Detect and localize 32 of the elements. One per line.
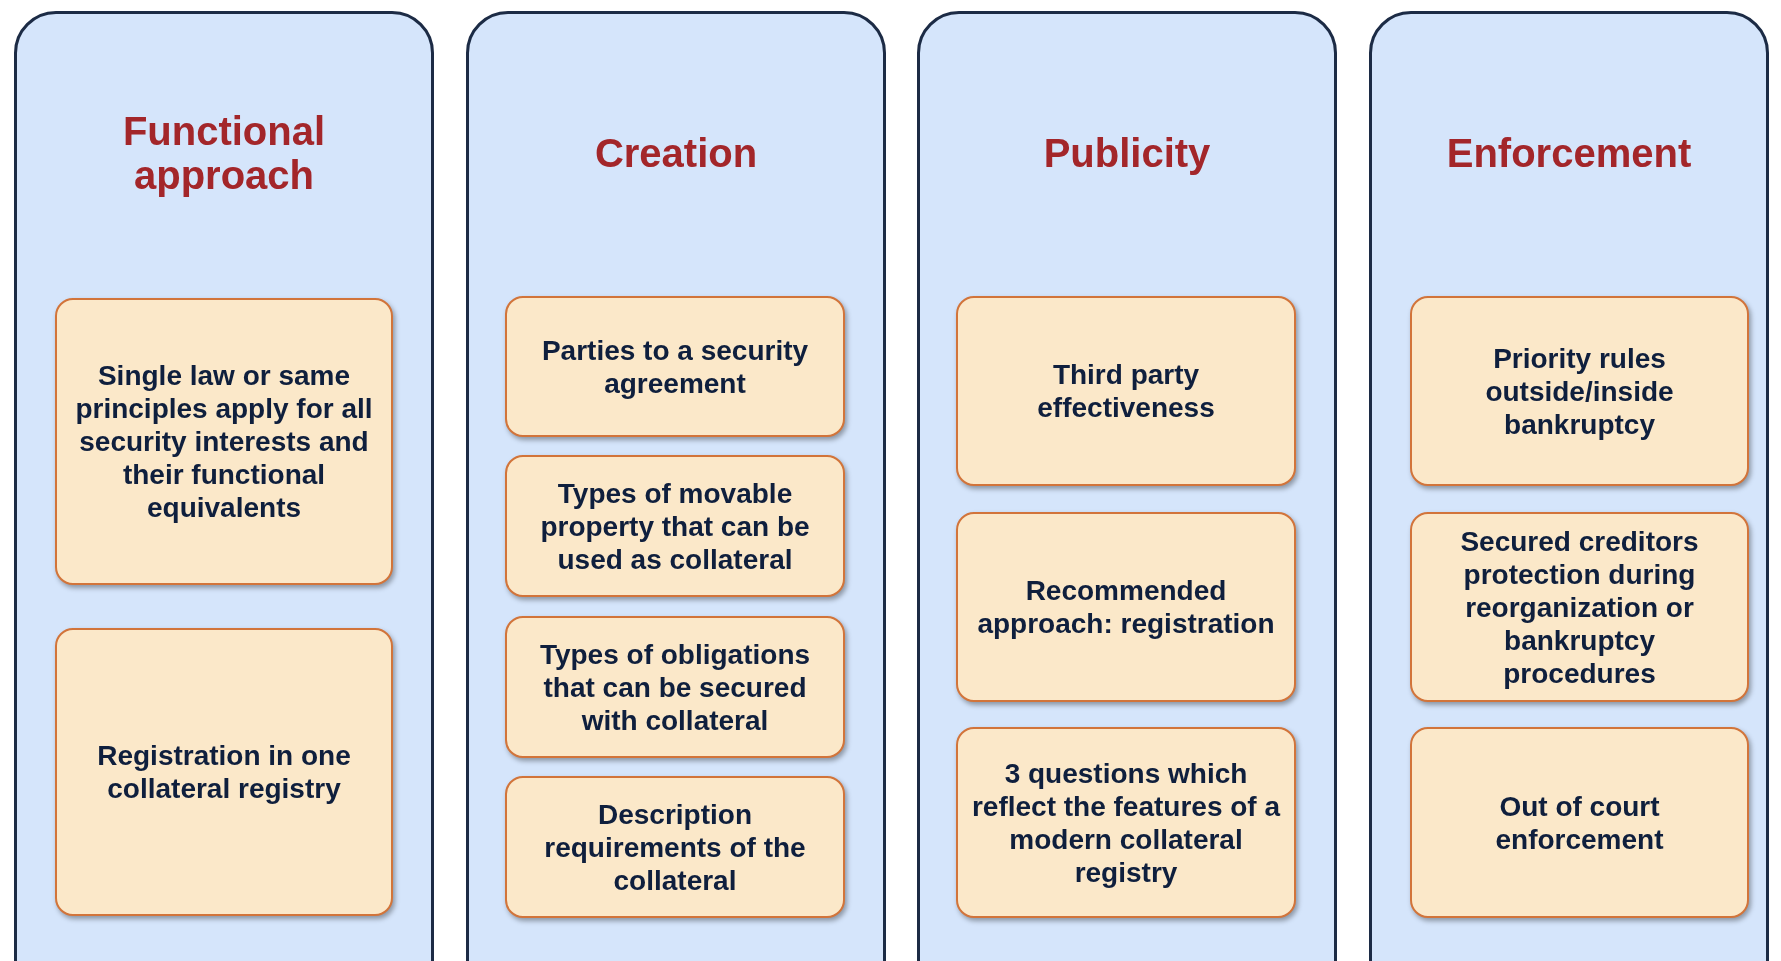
topic-card [956,727,1296,918]
column-heading: Publicity [1042,131,1212,175]
topic-card [55,298,393,585]
topic-card [505,776,845,918]
column-heading: Functional approach [121,109,327,197]
column-heading: Creation [593,131,759,175]
column-panel [1369,11,1769,961]
topic-card [1410,727,1749,918]
card-text: Single law or same principles apply for all security interests and their functional equivalents [74,359,374,524]
column-panel [466,11,886,961]
topic-card [505,455,845,597]
topic-card [1410,512,1749,702]
topic-card [55,628,393,916]
card-text: Secured creditors protection during reorganization or bankruptcy procedures [1459,524,1700,690]
card-text: Registration in one collateral registry [96,739,352,805]
card-text: 3 questions which reflect the features of a modern collateral registry [970,756,1282,889]
column-panel [917,11,1337,961]
card-text: Priority rules outside/inside bankruptcy [1484,341,1675,441]
topic-card [1410,296,1749,486]
topic-card [505,296,845,437]
topic-card [956,512,1296,702]
card-text: Description requirements of the collateral [543,797,807,897]
card-text: Third party effectiveness [1036,358,1216,424]
card-text: Types of movable property that can be used as collateral [539,476,811,576]
card-text: Recommended approach: registration [976,574,1276,640]
column-heading: Enforcement [1445,131,1693,175]
column-panel [14,11,434,961]
topic-card [956,296,1296,486]
topic-card [505,616,845,758]
card-text: Parties to a security agreement [540,333,810,400]
card-text: Out of court enforcement [1494,789,1665,856]
card-text: Types of obligations that can be secured with collateral [538,637,812,737]
